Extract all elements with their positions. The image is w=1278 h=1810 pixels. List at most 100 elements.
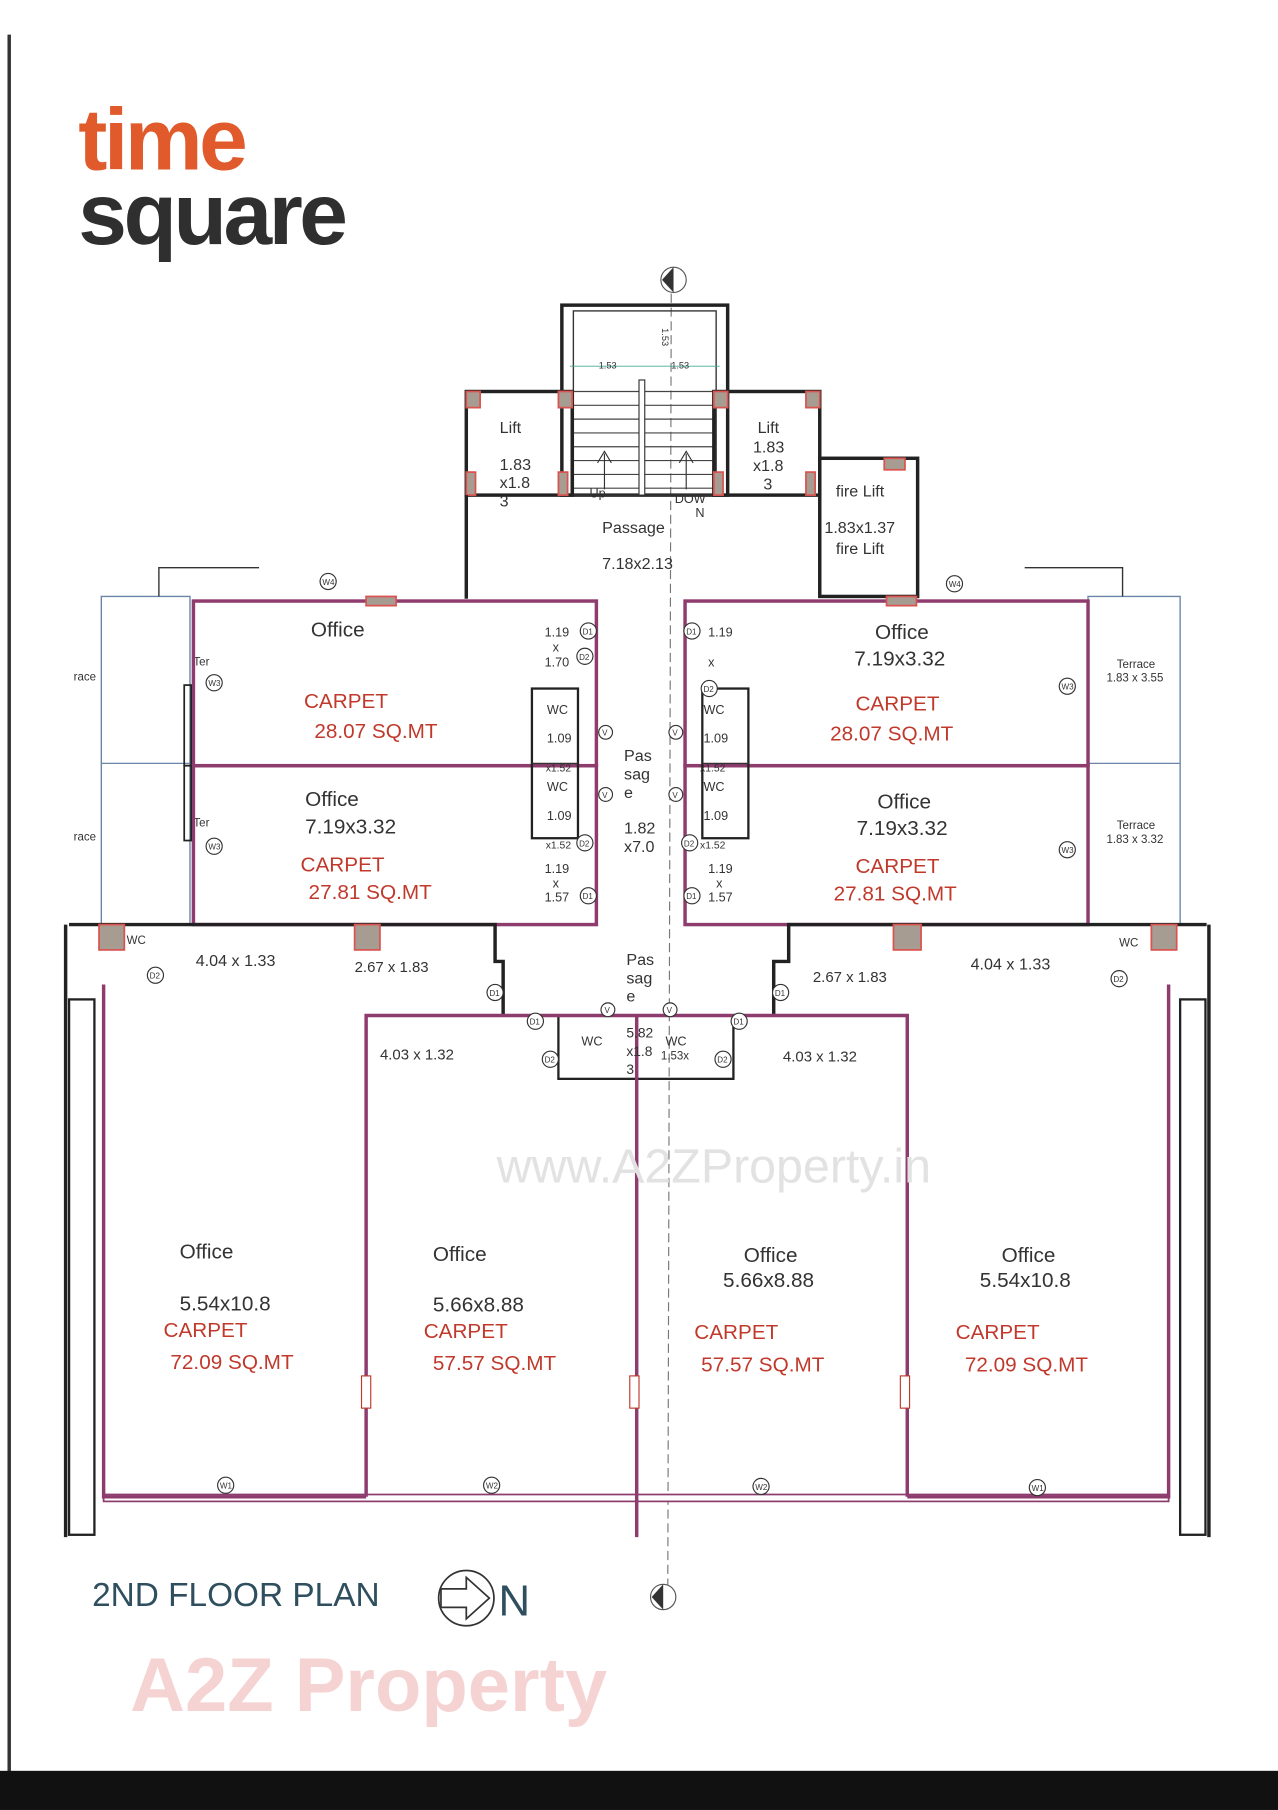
svg-text:D1: D1 xyxy=(583,627,594,636)
svg-text:57.57 SQ.MT: 57.57 SQ.MT xyxy=(433,1352,557,1375)
svg-text:28.07 SQ.MT: 28.07 SQ.MT xyxy=(314,720,438,743)
svg-text:Pas: Pas xyxy=(624,747,652,765)
svg-text:CARPET: CARPET xyxy=(694,1321,778,1344)
svg-text:7.18x2.13: 7.18x2.13 xyxy=(602,555,673,573)
lower-office-3: 4.03 x 1.32 Office 5.66x8.88 CARPET 57.5… xyxy=(629,1013,909,1497)
svg-text:e: e xyxy=(626,988,635,1006)
north-arrow-icon xyxy=(437,1569,495,1627)
svg-text:W4: W4 xyxy=(322,578,335,587)
svg-text:D1: D1 xyxy=(583,892,594,901)
svg-text:1.09: 1.09 xyxy=(547,732,572,746)
svg-text:4.03 x 1.32: 4.03 x 1.32 xyxy=(783,1049,857,1066)
svg-text:W1: W1 xyxy=(1032,1484,1045,1493)
svg-text:CARPET: CARPET xyxy=(855,855,939,878)
a2z-property-logo: A2Z Property xyxy=(130,1643,607,1728)
svg-text:D1: D1 xyxy=(686,627,697,636)
svg-text:5.66x8.88: 5.66x8.88 xyxy=(433,1293,524,1316)
svg-text:WC: WC xyxy=(665,1034,686,1048)
svg-text:2.67 x 1.83: 2.67 x 1.83 xyxy=(813,969,887,986)
svg-text:Office: Office xyxy=(433,1243,487,1266)
svg-text:x1.8: x1.8 xyxy=(626,1043,652,1059)
upper-office-left-2: Office 7.19x3.32 CARPET 27.81 SQ.MT xyxy=(183,763,599,927)
svg-text:D2: D2 xyxy=(717,1056,728,1065)
svg-text:7.19x3.32: 7.19x3.32 xyxy=(857,817,948,840)
svg-text:57.57 SQ.MT: 57.57 SQ.MT xyxy=(701,1353,825,1376)
svg-text:1.83x1.37: 1.83x1.37 xyxy=(824,519,895,537)
opening-tags: W4 W4 W3 W3 W3 W3 D1 D1 D1 D1 D1 D1 D1 D… xyxy=(146,572,1128,1497)
svg-text:CARPET: CARPET xyxy=(163,1319,247,1342)
svg-text:fire Lift: fire Lift xyxy=(836,482,885,500)
svg-text:CARPET: CARPET xyxy=(304,690,388,713)
upper-wcs: WC 1.09 WC 1.09 WC 1.09 WC 1.09 x1.52 x1… xyxy=(530,626,750,905)
passage-lower: Pas sag e xyxy=(626,951,654,1006)
svg-text:3: 3 xyxy=(626,1061,634,1077)
svg-text:A2Z Property: A2Z Property xyxy=(130,1643,607,1728)
svg-text:5.54x10.8: 5.54x10.8 xyxy=(980,1269,1071,1292)
svg-text:1.53: 1.53 xyxy=(660,328,670,346)
compass-bottom-icon xyxy=(649,1583,677,1611)
svg-text:27.81 SQ.MT: 27.81 SQ.MT xyxy=(834,882,958,905)
svg-text:time: time xyxy=(78,90,245,188)
svg-text:D1: D1 xyxy=(686,892,697,901)
svg-text:D2: D2 xyxy=(1113,975,1124,984)
passage-top: Passage 7.18x2.13 xyxy=(464,495,673,599)
svg-text:D2: D2 xyxy=(579,653,590,662)
svg-text:5.82: 5.82 xyxy=(626,1024,653,1040)
svg-text:x1.8: x1.8 xyxy=(500,474,530,492)
svg-text:race: race xyxy=(74,671,96,683)
svg-text:V: V xyxy=(667,1006,673,1015)
fire-lift: fire Lift 1.83x1.37 fire Lift xyxy=(818,456,920,599)
svg-text:x1.52: x1.52 xyxy=(546,763,572,774)
svg-text:7.19x3.32: 7.19x3.32 xyxy=(854,648,945,671)
svg-text:x1.52: x1.52 xyxy=(546,841,572,852)
svg-text:V: V xyxy=(602,791,608,800)
lower-office-2: 4.03 x 1.32 Office 5.66x8.88 CARPET 57.5… xyxy=(360,1013,637,1497)
svg-text:4.04 x 1.33: 4.04 x 1.33 xyxy=(971,955,1051,973)
watermark: www.A2ZProperty.in xyxy=(496,1139,931,1193)
svg-text:V: V xyxy=(602,729,608,738)
svg-text:3: 3 xyxy=(763,475,772,493)
lower-structure: WC WC WC WC 5.82 x1.8 3 1.53x 2.67 x 1.8… xyxy=(63,922,1211,1538)
svg-text:Ter: Ter xyxy=(193,818,209,830)
svg-text:7.19x3.32: 7.19x3.32 xyxy=(305,816,396,839)
svg-text:D1: D1 xyxy=(530,1018,541,1027)
plan-title: 2ND FLOOR PLAN xyxy=(92,1577,379,1614)
svg-text:square: square xyxy=(78,165,345,263)
svg-text:WC: WC xyxy=(1119,937,1138,949)
upper-office-right-2: Office 7.19x3.32 CARPET 27.81 SQ.MT xyxy=(683,763,1090,927)
svg-text:1.19: 1.19 xyxy=(708,626,733,640)
svg-text:sag: sag xyxy=(626,969,652,987)
svg-text:5.66x8.88: 5.66x8.88 xyxy=(723,1269,814,1292)
svg-text:Office: Office xyxy=(1002,1244,1056,1267)
svg-text:D2: D2 xyxy=(684,839,695,848)
svg-text:W4: W4 xyxy=(949,580,962,589)
svg-text:1.09: 1.09 xyxy=(703,809,728,823)
svg-text:W3: W3 xyxy=(208,679,221,688)
svg-text:Terrace: Terrace xyxy=(1117,820,1155,832)
svg-text:Pas: Pas xyxy=(626,951,654,969)
svg-text:1.57: 1.57 xyxy=(708,891,733,905)
svg-text:1.82: 1.82 xyxy=(624,820,655,838)
upper-office-right-1: Office 7.19x3.32 CARPET 28.07 SQ.MT xyxy=(683,595,1090,768)
svg-text:D1: D1 xyxy=(733,1018,744,1027)
svg-text:1.53: 1.53 xyxy=(671,360,689,370)
staircase: 1.53 1.53 1.53 Up DOW N xyxy=(560,303,730,520)
svg-text:x: x xyxy=(553,877,560,891)
svg-text:x: x xyxy=(553,641,560,655)
upper-office-left-1: Office CARPET 28.07 SQ.MT xyxy=(183,595,599,768)
svg-text:D2: D2 xyxy=(150,972,161,981)
svg-text:1.83 x 3.55: 1.83 x 3.55 xyxy=(1106,673,1163,685)
svg-text:Ter: Ter xyxy=(193,657,209,669)
svg-text:x: x xyxy=(708,656,715,670)
svg-text:1.19: 1.19 xyxy=(545,626,570,640)
svg-text:1.09: 1.09 xyxy=(547,809,572,823)
svg-text:e: e xyxy=(624,784,633,802)
svg-text:CARPET: CARPET xyxy=(301,854,385,877)
svg-text:1.19: 1.19 xyxy=(545,862,570,876)
svg-text:x7.0: x7.0 xyxy=(624,838,654,856)
svg-text:WC: WC xyxy=(703,780,724,794)
svg-text:1.09: 1.09 xyxy=(703,732,728,746)
north-label: N xyxy=(499,1576,531,1625)
svg-text:72.09 SQ.MT: 72.09 SQ.MT xyxy=(170,1351,294,1374)
